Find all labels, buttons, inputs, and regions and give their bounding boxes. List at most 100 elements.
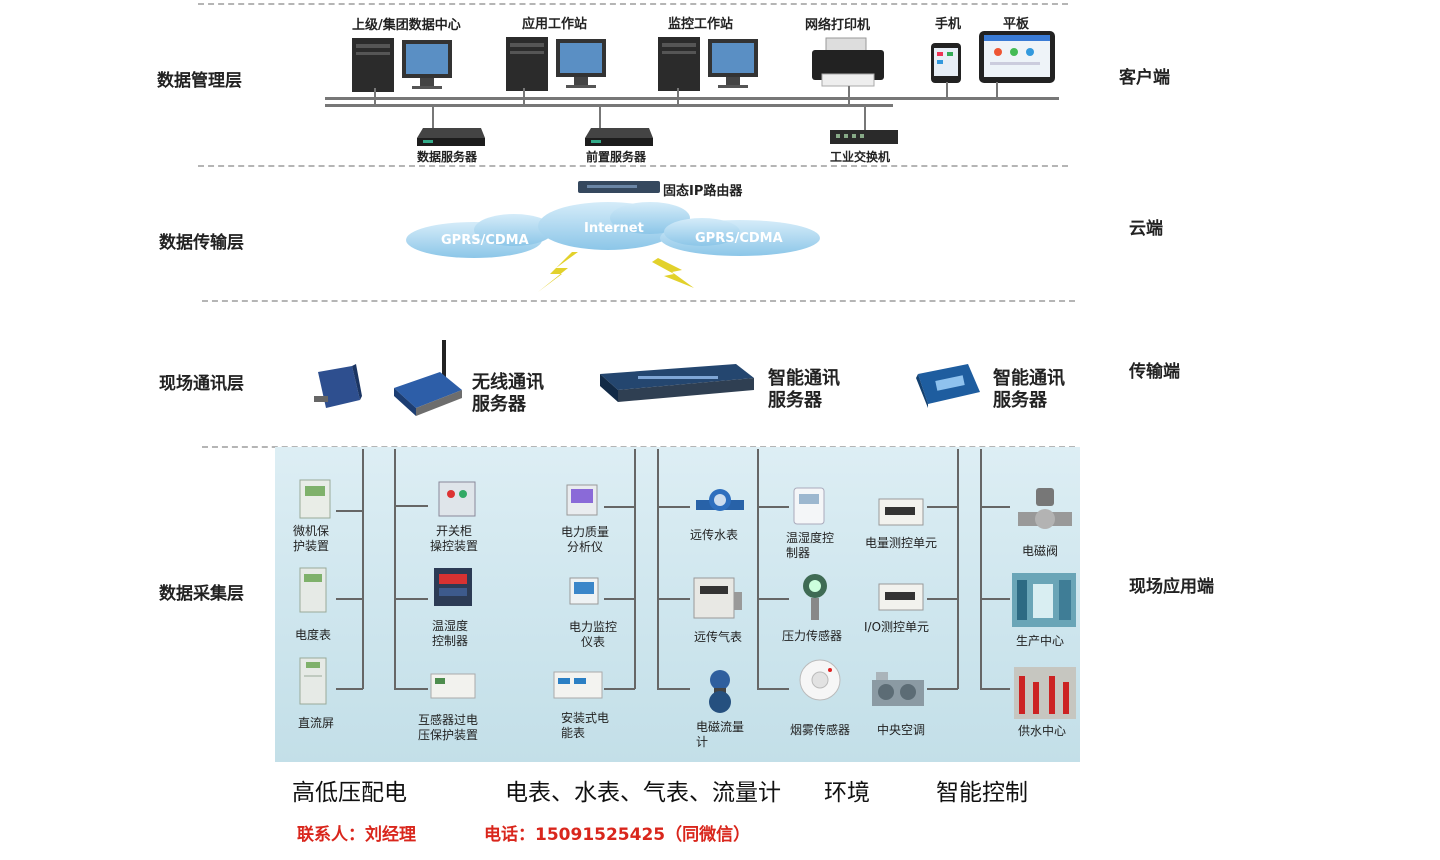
bus-drop-monitor	[677, 88, 679, 106]
gprs-right-label: GPRS/CDMA	[695, 231, 783, 246]
switchgear-icon	[438, 481, 476, 517]
branch	[336, 510, 363, 512]
production-center-label: 生产中心	[1016, 634, 1065, 648]
power-control-unit-icon	[878, 498, 924, 526]
contact-person: 联系人：刘经理	[297, 825, 416, 845]
side-field-app-label: 现场应用端	[1129, 577, 1214, 597]
smart-server-2-label: 智能通讯 服务器	[993, 368, 1065, 411]
branch	[604, 688, 635, 690]
branch	[980, 506, 1010, 508]
layer-management-label: 数据管理层	[157, 71, 242, 91]
power-monitor-icon	[569, 577, 599, 605]
io-control-unit-icon	[878, 583, 924, 611]
side-transport-label: 传输端	[1129, 362, 1180, 382]
router-label: 固态IP路由器	[663, 184, 743, 199]
bus-drop-phone	[946, 82, 948, 100]
dc-panel-icon	[299, 657, 327, 705]
internet-label: Internet	[584, 221, 644, 236]
switchgear-label: 开关柜 操控装置	[430, 524, 479, 553]
phone-icon	[931, 43, 961, 83]
dc-panel-label: 直流屏	[298, 716, 335, 730]
branch	[927, 688, 958, 690]
branch	[604, 506, 635, 508]
branch	[336, 688, 363, 690]
bus-drop-front-server	[599, 104, 601, 130]
bus-drop-app	[523, 88, 525, 106]
energy-meter-icon	[299, 567, 327, 613]
ct-protector-icon	[430, 673, 476, 699]
smoke-sensor-icon	[799, 659, 841, 701]
management-bus-upper	[325, 97, 1059, 100]
branch	[927, 598, 958, 600]
connector-c5	[757, 449, 759, 689]
branch	[757, 598, 789, 600]
power-quality-label: 电力质量 分析仪	[561, 525, 610, 554]
bus-drop-datacenter	[374, 88, 376, 106]
front-server-icon	[585, 128, 653, 146]
connector-c1	[362, 449, 364, 689]
smart-server-2-icon	[916, 364, 980, 408]
category-control: 智能控制	[936, 780, 1028, 806]
side-cloud-label: 云端	[1129, 219, 1163, 239]
gas-meter-icon	[693, 577, 742, 619]
branch	[657, 688, 690, 690]
monitor-station-computer-icon	[658, 37, 758, 91]
io-control-unit-label: I/O测控单元	[864, 620, 930, 634]
datacenter-label: 上级/集团数据中心	[352, 18, 461, 33]
bus-drop-printer	[848, 86, 850, 106]
solenoid-valve-label: 电磁阀	[1022, 544, 1059, 558]
bus-drop-tablet	[996, 82, 998, 100]
branch	[394, 598, 428, 600]
gprs-left-label: GPRS/CDMA	[441, 233, 529, 248]
router-icon	[578, 181, 660, 193]
branch	[757, 506, 789, 508]
energy-meter-label: 电度表	[295, 628, 332, 642]
front-server-label: 前置服务器	[586, 150, 647, 164]
wireless-server-icon	[394, 340, 462, 416]
connector-c3	[634, 449, 636, 689]
branch	[394, 688, 428, 690]
switch-icon	[830, 130, 898, 144]
bus-drop-data-server	[432, 104, 434, 130]
water-supply-center-label: 供水中心	[1018, 724, 1067, 738]
smoke-sensor-label: 烟雾传感器	[790, 723, 851, 737]
flow-meter-icon	[709, 670, 731, 713]
power-quality-icon	[566, 484, 598, 516]
switch-label: 工业交换机	[830, 150, 891, 164]
category-env: 环境	[824, 780, 870, 806]
branch	[394, 505, 428, 507]
cloud-network-icon	[406, 202, 820, 292]
contact-phone: 电话：15091525425（同微信）	[484, 825, 751, 845]
solenoid-valve-icon	[1018, 488, 1072, 529]
branch	[336, 598, 363, 600]
bus-drop-switch	[864, 104, 866, 130]
printer-icon	[812, 37, 884, 87]
acquisition-panel	[275, 447, 1080, 762]
thermo-controller-icon	[434, 568, 472, 606]
branch	[980, 598, 1010, 600]
category-meters: 电表、水表、气表、流量计	[505, 780, 781, 806]
smart-server-1-icon	[600, 364, 754, 402]
central-ac-label: 中央空调	[877, 723, 926, 737]
water-meter-icon	[696, 489, 744, 511]
layer-acquisition-label: 数据采集层	[159, 584, 244, 604]
water-meter-label: 远传水表	[690, 528, 739, 542]
water-supply-center-icon	[1014, 667, 1076, 719]
monitor-station-label: 监控工作站	[668, 17, 734, 32]
relay-protector-icon	[299, 479, 331, 519]
din-meter-label: 安装式电 能表	[561, 711, 610, 740]
side-client-label: 客户端	[1119, 68, 1170, 88]
branch	[757, 688, 789, 690]
category-power: 高低压配电	[292, 780, 407, 806]
separator-2	[202, 300, 1075, 302]
pressure-sensor-icon	[803, 574, 827, 620]
relay-protector-label: 微机保 护装置	[293, 524, 330, 553]
separator-top	[198, 3, 1068, 5]
app-station-label: 应用工作站	[522, 17, 588, 32]
production-center-icon	[1012, 573, 1076, 627]
app-station-computer-icon	[506, 37, 606, 91]
phone-label: 手机	[935, 17, 962, 32]
thermo-controller-label: 温湿度 控制器	[432, 619, 469, 648]
branch	[604, 598, 635, 600]
tablet-icon	[979, 31, 1055, 83]
